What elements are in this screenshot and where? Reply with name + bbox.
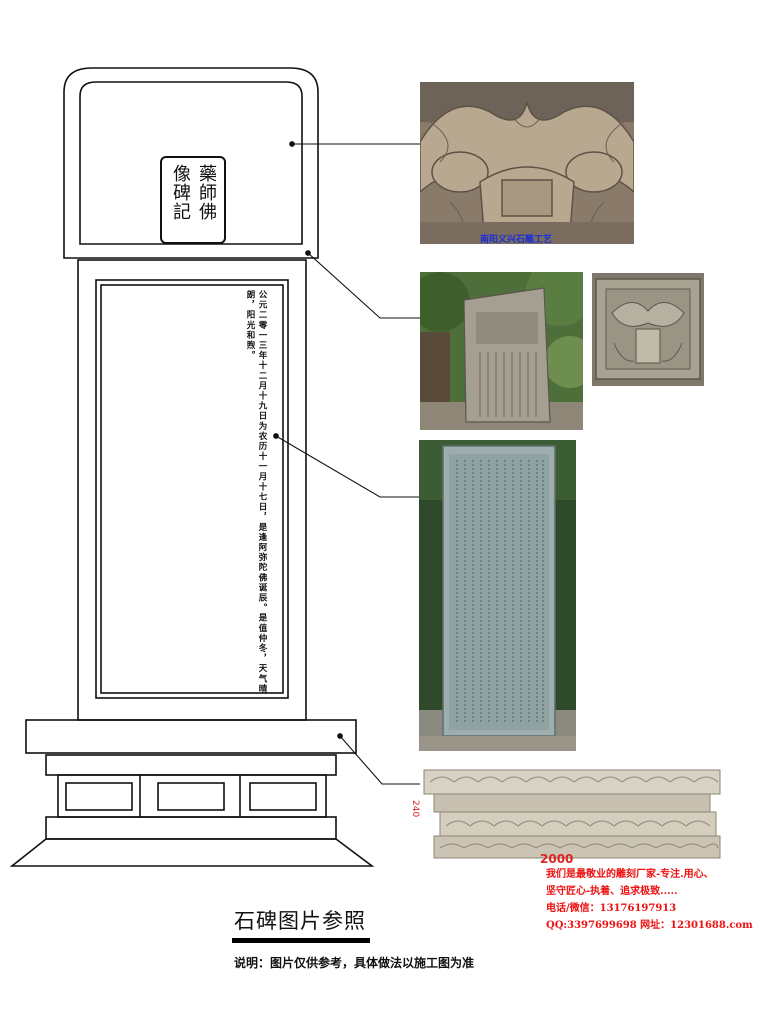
- stele-trees-photo: [420, 272, 583, 430]
- stele-body-outer: [77, 259, 307, 721]
- reference-note: 说明：图片仅供参考，具体做法以施工图为准: [234, 956, 475, 970]
- carved-base-photo: [420, 764, 734, 862]
- title-underline: [232, 938, 370, 943]
- inscription-text: 公元二零一三年十二月十九日为农历十一月十七日，是逢阿弥陀佛诞辰。是值仲冬，天气晴…: [245, 290, 267, 694]
- red-dimension-bottom: 2000: [540, 852, 574, 866]
- company-info: 我们是最敬业的雕刻厂家-专注.用心、 坚守匠心-执着、追求极致..... 电话/…: [546, 866, 753, 934]
- seal-column-right: 藥師佛: [196, 164, 217, 221]
- red-dimension-side: 240: [410, 800, 420, 818]
- company-phone: 电话/微信：13176197913: [546, 903, 677, 914]
- page-title: 石碑图片参照: [234, 909, 366, 933]
- carved-panel-photo: [592, 273, 704, 386]
- stele-base-panel-left: [65, 782, 133, 811]
- seal-column-left: 像碑記: [170, 164, 191, 221]
- dragon-crown-photo: [420, 82, 634, 244]
- leader-line-top: [307, 252, 420, 319]
- stele-body-frame: [95, 279, 289, 699]
- company-slogan-2: 坚守匠心-执着、追求极致.....: [546, 886, 678, 897]
- stele-base-top-band: [45, 754, 337, 776]
- company-qq-website: QQ:3397699698 网址：12301688.com: [546, 920, 753, 931]
- stele-body-panel: [100, 284, 284, 694]
- stele-plinth: [25, 719, 357, 754]
- stele-crown-outer: [63, 67, 319, 259]
- leader-line-body: [275, 435, 420, 498]
- crown-seal-label: 藥師佛 像碑記: [160, 156, 226, 244]
- stele-crown-inner: [79, 81, 303, 245]
- company-slogan-1: 我们是最敬业的雕刻厂家-专注.用心、: [546, 869, 714, 880]
- stele-base-panel-right: [249, 782, 317, 811]
- leader-line-base: [339, 735, 420, 785]
- photo-watermark: 南阳义兴石雕工艺: [480, 235, 553, 245]
- stele-foot: [9, 838, 375, 867]
- stele-base-panel-center: [157, 782, 225, 811]
- inscribed-stele-photo: [419, 440, 576, 751]
- stele-base-bottom-band: [45, 816, 337, 840]
